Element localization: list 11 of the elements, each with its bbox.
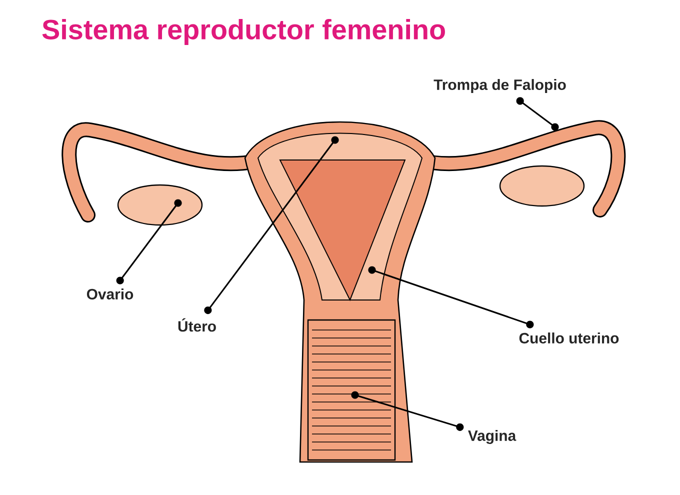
leader-line	[351, 391, 464, 431]
leader-line	[204, 136, 339, 314]
part-label: Ovario	[86, 288, 134, 300]
part-label: Útero	[178, 318, 216, 332]
leader-line	[516, 97, 559, 131]
part-label: Cuello uterino	[519, 332, 619, 344]
part-label: Trompa de Falopio	[434, 79, 566, 93]
title: Sistema reproductor femenino	[42, 19, 445, 45]
part-label: Vagina	[468, 430, 516, 444]
leader-line	[116, 199, 182, 284]
leader-line	[368, 266, 534, 328]
